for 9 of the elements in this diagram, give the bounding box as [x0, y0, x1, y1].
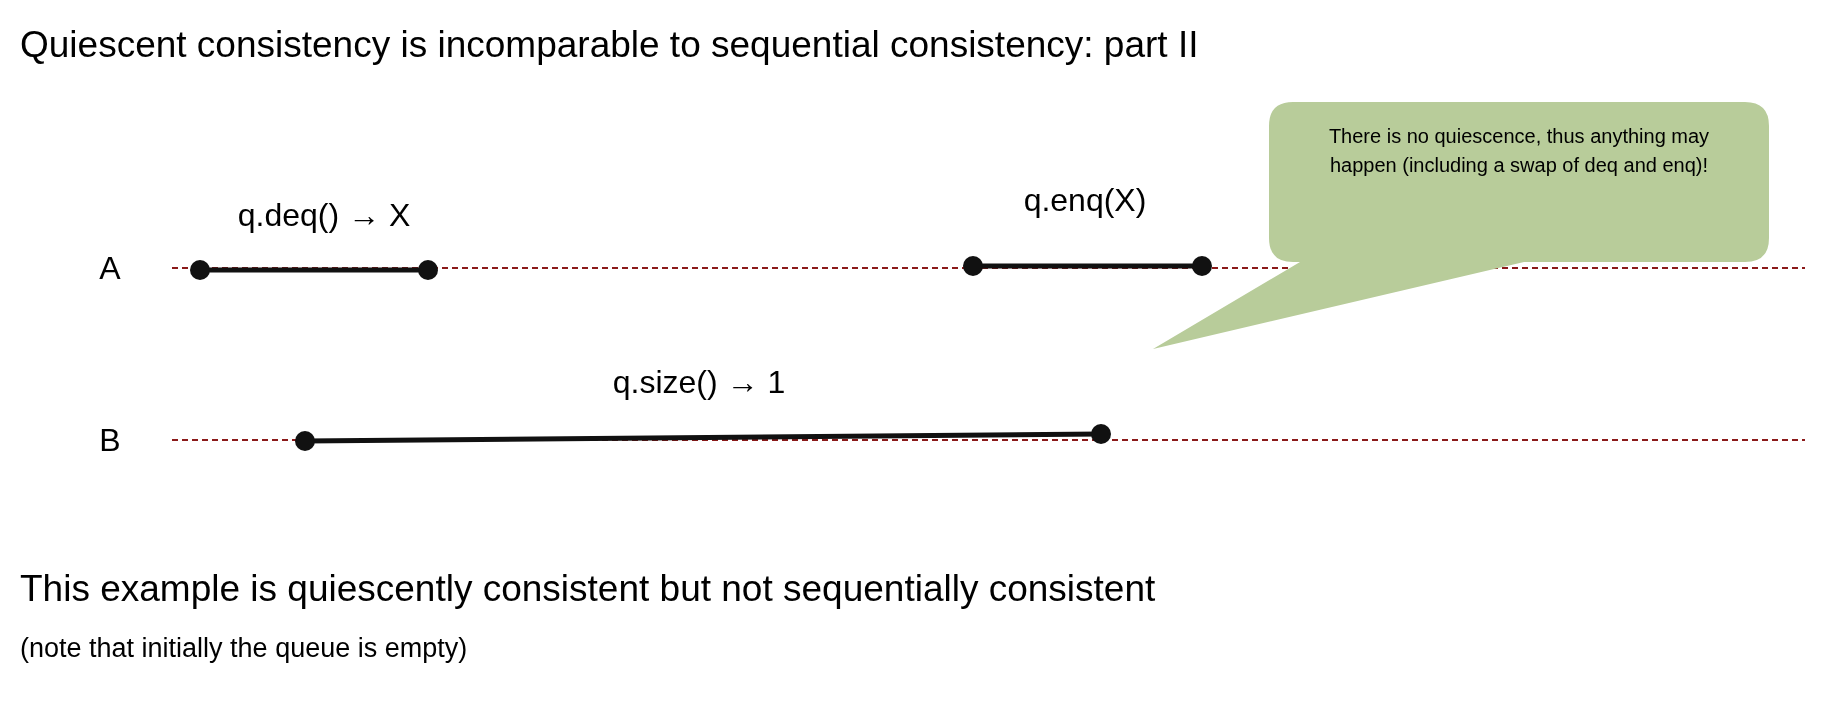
operation-label: q.size() → 1 [612, 363, 786, 401]
lane-label: B [99, 421, 121, 459]
lane-label: A [99, 249, 121, 287]
caption: This example is quiescently consistent but not sequentially consistent [20, 568, 1156, 610]
note: (note that initially the queue is empty) [20, 632, 468, 664]
title: Quiescent consistency is incomparable to sequential consistency: part II [20, 24, 1199, 66]
operation-label: q.deq() → X [237, 196, 411, 234]
operation-label: q.enq(X) [1023, 181, 1147, 219]
callout-text: There is no quiescence, thus anything may happen (including a swap of deq and enq)! [1327, 124, 1711, 178]
